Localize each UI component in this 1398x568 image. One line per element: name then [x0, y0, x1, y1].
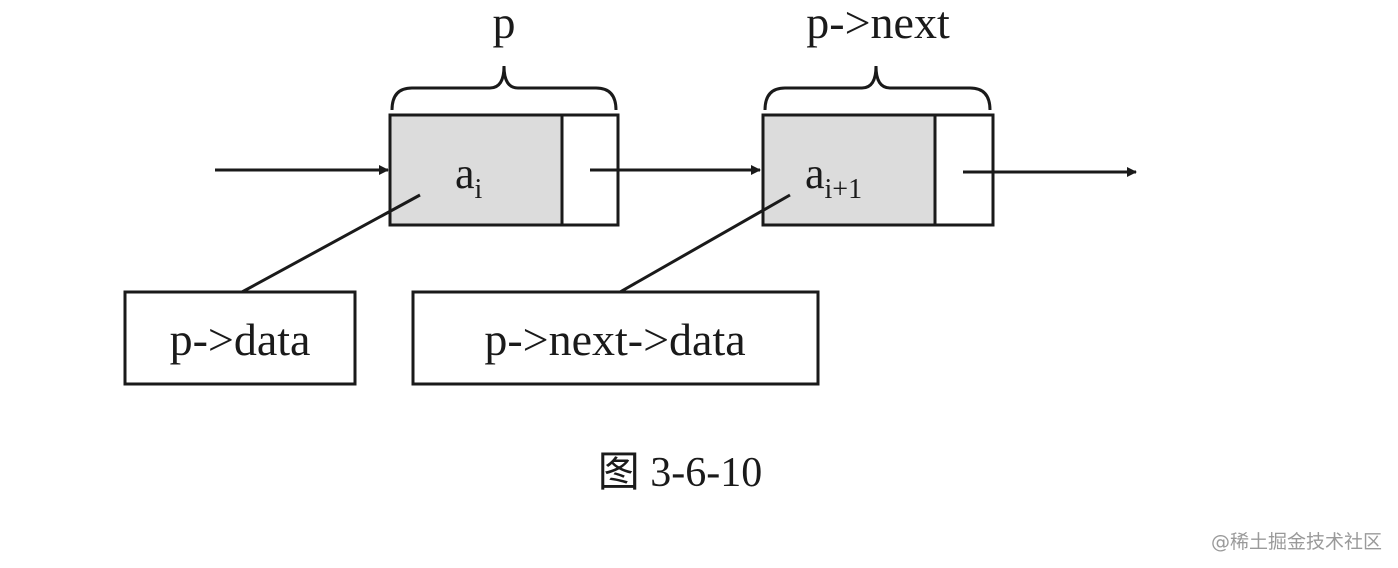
node-1-annotation-box [123, 290, 357, 386]
node-1-brace [390, 65, 618, 111]
node-2-data-cell [761, 113, 937, 227]
node-1-data-value: ai [455, 149, 483, 205]
node-2-annotation-leader [619, 193, 791, 294]
node-2: ai+1 p->next [761, 0, 995, 227]
node-2-data-main: a [805, 149, 825, 198]
node-1-annotation-leader [241, 193, 421, 294]
node-1-data-cell [388, 113, 564, 227]
node-2-pointer-cell [933, 113, 995, 227]
node-1-pointer-label: p [493, 0, 516, 48]
node-2-annotation-text: p->next->data [484, 314, 745, 365]
node-2-pointer-label: p->next [806, 0, 950, 48]
watermark: @稀土掘金技术社区 [1210, 531, 1382, 553]
node-1: ai p [388, 0, 620, 227]
figure-caption: 图 3-6-10 [598, 450, 762, 496]
node-1-annotation-text: p->data [170, 314, 311, 365]
node-1-data-main: a [455, 149, 475, 198]
node-2-data-value: ai+1 [805, 149, 862, 205]
node-2-data-subscript: i+1 [825, 174, 863, 205]
node-2-annotation-box [411, 290, 820, 386]
node-2-brace [763, 65, 992, 111]
node-1-data-subscript: i [475, 174, 483, 205]
